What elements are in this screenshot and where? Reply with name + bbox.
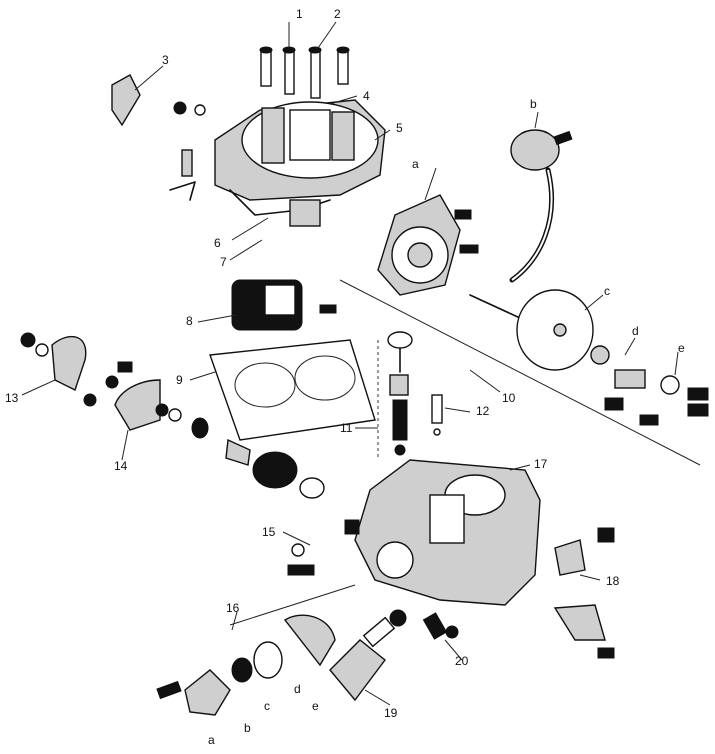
callout-14: 14 (114, 459, 128, 473)
callout-17: 17 (534, 457, 548, 471)
callout-18: 18 (606, 574, 620, 588)
callout-3: 3 (162, 53, 169, 67)
callout-4: 4 (363, 89, 370, 103)
screw-part-20 (422, 612, 459, 640)
callout-b-bottom: b (244, 721, 251, 735)
callout-19: 19 (384, 706, 398, 720)
callout-e-top: e (678, 341, 685, 355)
gasket (209, 339, 376, 441)
choke-housing-top (377, 129, 573, 296)
jet-part-15 (287, 543, 315, 576)
callout-e-bottom: e (312, 699, 319, 713)
callout-15: 15 (262, 525, 276, 539)
leader-lines (21, 21, 679, 706)
callout-20: 20 (455, 654, 469, 668)
callout-2: 2 (334, 7, 341, 21)
callout-1: 1 (296, 7, 303, 21)
callout-c-top: c (604, 284, 610, 298)
callout-c-bottom: c (264, 699, 270, 713)
callout-5: 5 (396, 121, 403, 135)
top-screws (259, 46, 350, 99)
callout-9: 9 (176, 373, 183, 387)
carburetor-main-body (344, 459, 541, 606)
callout-6: 6 (214, 236, 221, 250)
filter-element (231, 279, 337, 331)
callout-11: 11 (340, 421, 353, 435)
callout-a-bottom: a (208, 733, 215, 747)
choke-diaphragm-group-16 (156, 584, 356, 716)
callout-8: 8 (186, 314, 193, 328)
callout-a-top: a (412, 157, 419, 171)
callout-7: 7 (220, 255, 227, 269)
pump-parts (191, 417, 325, 499)
needle-valve-parts (377, 331, 443, 460)
callout-b-top: b (530, 97, 537, 111)
linkage-left (111, 74, 206, 201)
callout-12: 12 (476, 404, 490, 418)
callout-10: 10 (502, 391, 516, 405)
callout-d-top: d (632, 324, 639, 338)
bracket-part-18 (553, 527, 615, 659)
diaphragm-plate-group (516, 289, 709, 426)
callout-d-bottom: d (294, 682, 301, 696)
carburetor-top-cover (214, 99, 386, 227)
callout-13: 13 (5, 391, 19, 405)
solenoid-part-19 (329, 609, 407, 702)
callout-16: 16 (226, 601, 240, 615)
guide-line-10 (339, 279, 701, 466)
left-lever-parts (20, 332, 182, 431)
